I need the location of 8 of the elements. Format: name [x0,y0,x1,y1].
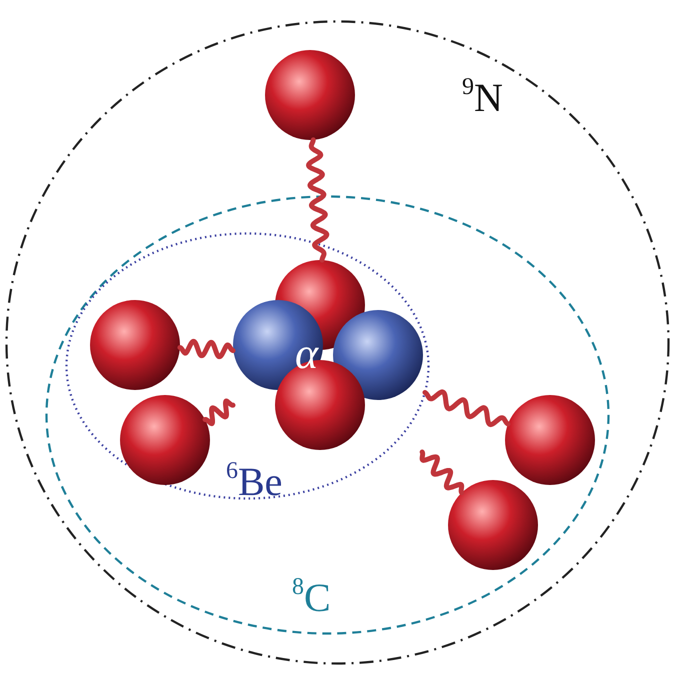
spring-connector [202,398,236,426]
spring-connector [420,450,464,496]
nucleus-label: $^{6}$Be [226,462,282,502]
spring-connector [422,389,510,428]
nucleus-label: $^{8}$C [292,578,331,618]
nucleus-label: $^{9}$N [462,78,503,118]
spring-connector [177,338,236,360]
spring-connector [306,137,330,262]
